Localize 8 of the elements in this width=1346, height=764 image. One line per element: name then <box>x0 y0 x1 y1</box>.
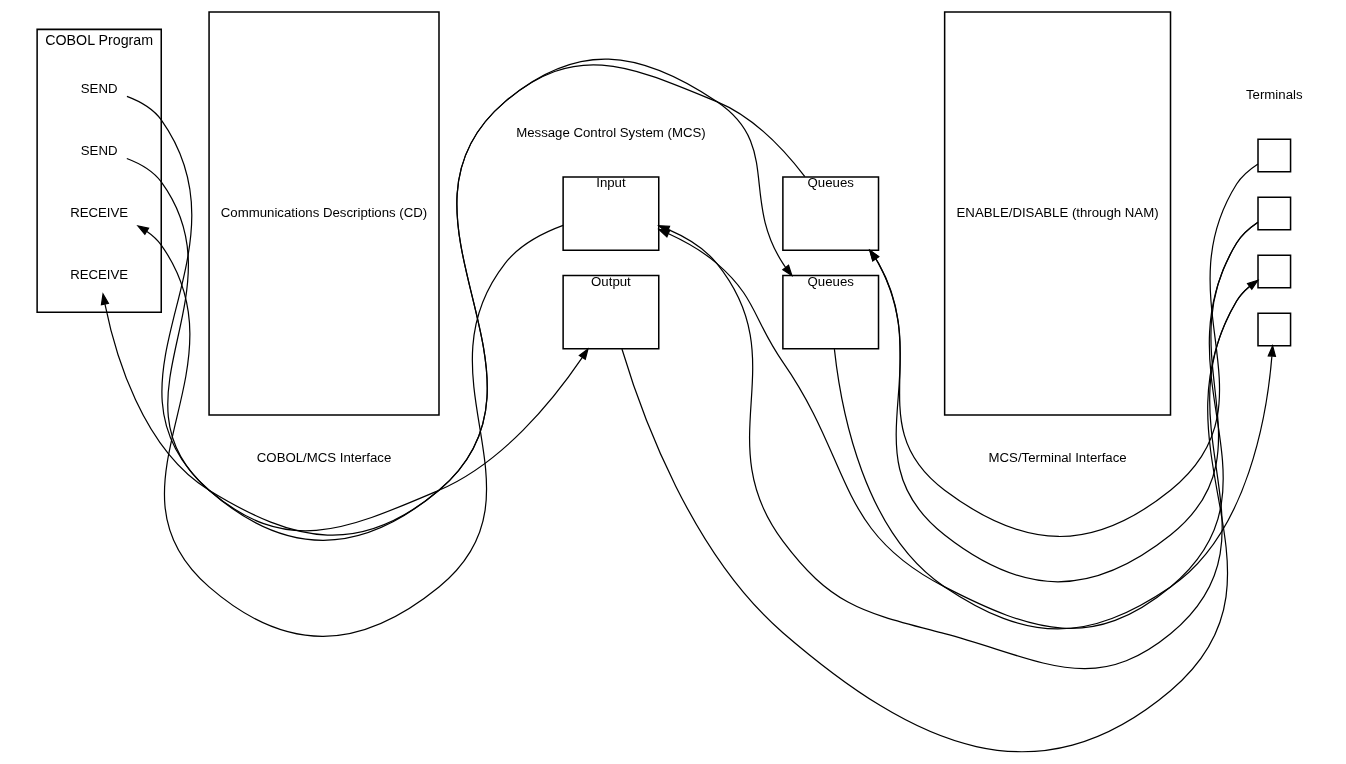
label: Terminals <box>1246 86 1303 102</box>
label: Message Control System (MCS) <box>516 124 706 140</box>
node-text: RECEIVE <box>70 267 129 283</box>
node-text: RECEIVE <box>70 204 129 220</box>
label: COBOL/MCS Interface <box>256 450 392 466</box>
label: MCS/Terminal Interface <box>988 450 1127 466</box>
node-text: SEND <box>80 80 118 96</box>
node-text: SEND <box>80 142 118 158</box>
